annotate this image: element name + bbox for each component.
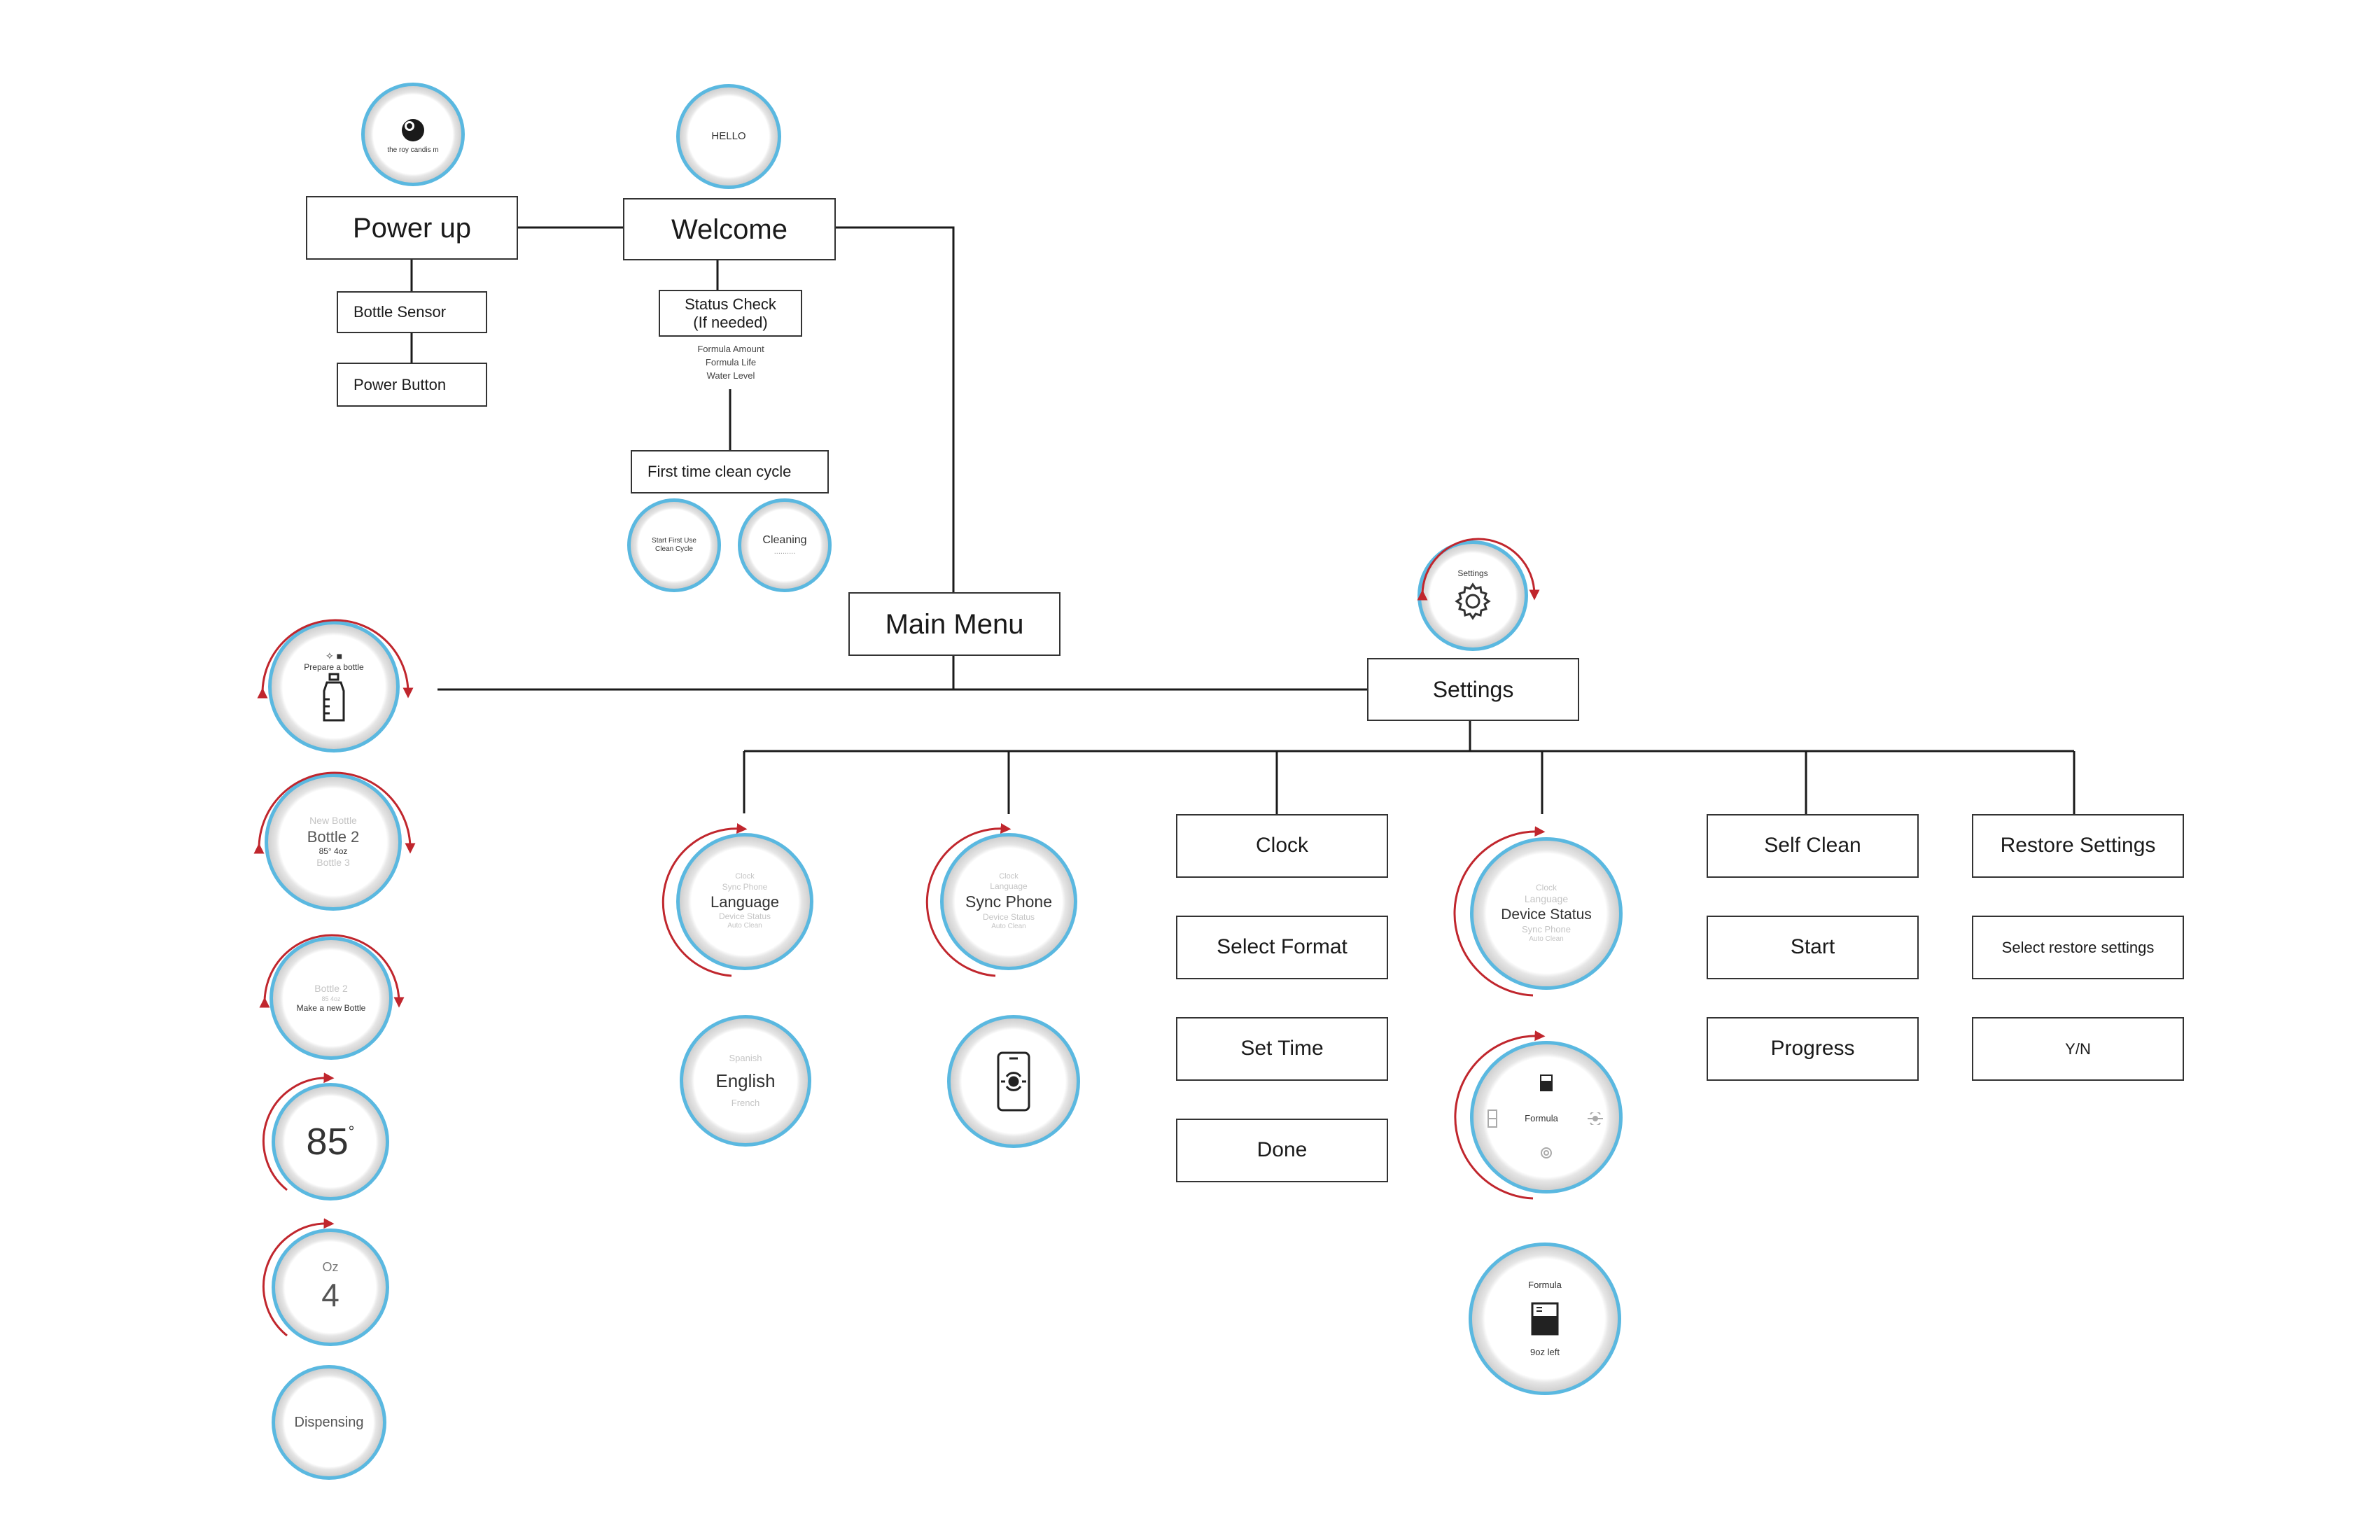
logo-dial: the roy candis m: [361, 83, 465, 186]
ounces-dial[interactable]: Oz 4: [272, 1228, 389, 1346]
language-option-spanish: Spanish: [729, 1052, 762, 1063]
bottle2-small: Bottle 2: [314, 983, 348, 995]
prepare-label: Prepare a bottle: [304, 662, 364, 673]
formula-row: Formula: [1487, 1109, 1606, 1128]
bottle-select-dial[interactable]: New Bottle Bottle 2 85° 4oz Bottle 3: [265, 774, 402, 911]
bottle-sensor-box[interactable]: Bottle Sensor: [337, 291, 487, 333]
sync-menu-item-1: Language: [990, 881, 1028, 892]
main-menu-box[interactable]: Main Menu: [848, 592, 1060, 656]
new-bottle-option: New Bottle: [309, 815, 357, 827]
set-time-box[interactable]: Set Time: [1176, 1017, 1388, 1081]
logo-caption: the roy candis m: [387, 146, 439, 154]
cleaning-dial: Cleaning ..........: [738, 498, 832, 592]
status-check-box[interactable]: Status Check (If needed): [659, 290, 802, 337]
temperature-dial[interactable]: 85 °: [272, 1083, 389, 1200]
select-format-box[interactable]: Select Format: [1176, 916, 1388, 979]
bottle2-option: Bottle 2: [307, 827, 360, 846]
language-option-english: English: [715, 1070, 776, 1091]
bottle2-small-specs: 85 4oz: [321, 995, 341, 1002]
formula-select-dial[interactable]: Formula: [1470, 1041, 1623, 1194]
status-menu-item-3: Sync Phone: [1521, 924, 1572, 934]
ounces-label: Oz: [322, 1260, 339, 1274]
prepare-icons: ✧ ■: [325, 650, 343, 662]
language-menu-item-1: Sync Phone: [722, 881, 768, 892]
hello-dial: HELLO: [676, 84, 781, 189]
formula-label: Formula: [1525, 1112, 1558, 1124]
start-clean-line1: Start First Use: [652, 536, 696, 545]
status-note-water-level: Water Level: [706, 370, 755, 381]
settings-box[interactable]: Settings: [1367, 658, 1579, 721]
status-menu-item-2: Device Status: [1501, 906, 1592, 923]
select-restore-box[interactable]: Select restore settings: [1972, 916, 2184, 979]
hello-text: HELLO: [711, 130, 746, 142]
device-status-menu-dial[interactable]: Clock Language Device Status Sync Phone …: [1470, 837, 1623, 990]
clock-done-box[interactable]: Done: [1176, 1119, 1388, 1182]
phone-sync-icon: [997, 1051, 1030, 1112]
power-up-box[interactable]: Power up: [306, 196, 518, 260]
formula-container-icon: [1540, 1074, 1553, 1091]
cleaning-dots: ..........: [774, 547, 796, 556]
language-menu-item-2: Language: [710, 892, 779, 911]
make-new-label: Make a new Bottle: [296, 1002, 366, 1013]
sync-menu-item-2: Sync Phone: [965, 892, 1053, 911]
bottle2-specs: 85° 4oz: [318, 846, 348, 857]
restore-settings-box[interactable]: Restore Settings: [1972, 814, 2184, 878]
status-note-formula-life: Formula Life: [705, 356, 757, 368]
prepare-bottle-dial[interactable]: ✧ ■ Prepare a bottle: [268, 621, 400, 752]
gear-icon: [1541, 1147, 1552, 1158]
status-check-line2: (If needed): [693, 313, 768, 331]
sensor-icon: [1587, 1112, 1603, 1125]
status-menu-item-4: Auto Clean: [1529, 935, 1564, 944]
status-notes: Formula Amount Formula Life Water Level: [662, 343, 799, 383]
language-menu-item-0: Clock: [735, 872, 755, 881]
self-clean-box[interactable]: Self Clean: [1707, 814, 1919, 878]
start-clean-line2: Clean Cycle: [655, 545, 693, 553]
make-new-dial[interactable]: Bottle 2 85 4oz Make a new Bottle: [270, 937, 393, 1060]
gear-icon: [1455, 582, 1491, 620]
settings-dial[interactable]: Settings: [1418, 540, 1528, 651]
status-menu-item-0: Clock: [1535, 883, 1557, 893]
language-options-dial[interactable]: Spanish English French: [680, 1015, 811, 1147]
sync-menu-item-3: Device Status: [982, 912, 1035, 922]
bottle3-option: Bottle 3: [316, 857, 350, 869]
power-button-box[interactable]: Power Button: [337, 363, 487, 407]
connector-welcome-mainmenu: [836, 226, 955, 592]
formula-title: Formula: [1528, 1279, 1562, 1290]
bottle-icon: [323, 673, 345, 722]
status-menu-item-1: Language: [1524, 893, 1569, 905]
restore-confirm-box[interactable]: Y/N: [1972, 1017, 2184, 1081]
water-level-icon: [1488, 1110, 1498, 1128]
baby-logo-icon: [402, 118, 424, 141]
language-menu-dial[interactable]: Clock Sync Phone Language Device Status …: [676, 833, 813, 970]
formula-left-dial: Formula 9oz left: [1469, 1242, 1621, 1395]
phone-sync-dial[interactable]: [947, 1015, 1080, 1148]
sync-menu-item-4: Auto Clean: [991, 923, 1026, 930]
clock-box[interactable]: Clock: [1176, 814, 1388, 878]
first-clean-box[interactable]: First time clean cycle: [631, 450, 829, 493]
settings-dial-title: Settings: [1457, 568, 1488, 578]
sync-phone-menu-dial[interactable]: Clock Language Sync Phone Device Status …: [940, 833, 1077, 970]
status-check-line1: Status Check: [685, 295, 776, 314]
status-note-formula-amount: Formula Amount: [697, 344, 764, 354]
self-clean-progress-box[interactable]: Progress: [1707, 1017, 1919, 1081]
language-menu-item-3: Device Status: [718, 911, 771, 922]
language-option-french: French: [731, 1098, 760, 1109]
temperature-unit: °: [348, 1123, 355, 1140]
dispensing-text: Dispensing: [294, 1414, 364, 1430]
cleaning-text: Cleaning: [762, 534, 807, 547]
temperature-value: 85: [306, 1121, 349, 1163]
language-menu-item-4: Auto Clean: [727, 922, 762, 930]
formula-left-text: 9oz left: [1530, 1347, 1560, 1357]
dispensing-dial: Dispensing: [272, 1365, 386, 1480]
ounces-value: 4: [321, 1276, 340, 1313]
welcome-box[interactable]: Welcome: [623, 198, 836, 260]
self-clean-start-box[interactable]: Start: [1707, 916, 1919, 979]
sync-menu-item-0: Clock: [999, 872, 1018, 881]
formula-level-icon: [1531, 1302, 1559, 1336]
start-clean-dial[interactable]: Start First Use Clean Cycle: [627, 498, 721, 592]
